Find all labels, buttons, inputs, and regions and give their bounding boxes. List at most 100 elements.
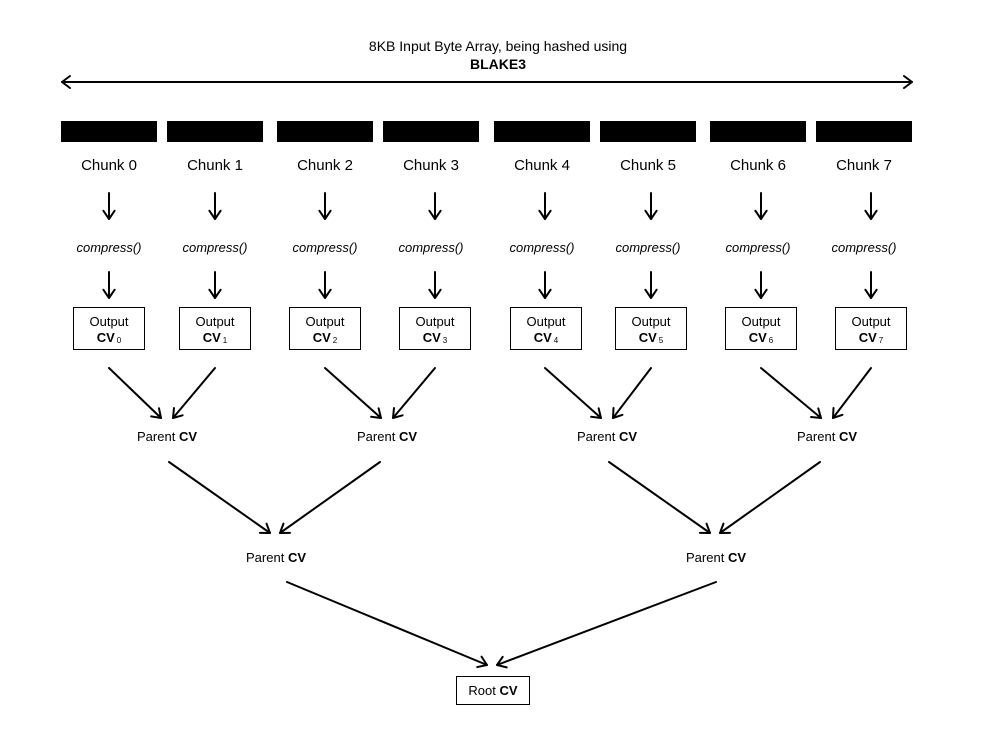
chunk-bar-5 [600,121,696,142]
output-cv-word: Output [305,314,345,329]
compress-label-3: compress() [398,240,464,255]
merge-arrow-l1-1-a [324,367,382,419]
down-arrow-compress-1 [208,271,222,299]
merge-arrow-l2-1-a [608,461,711,534]
parent-word: Parent [797,429,836,444]
chunk-label-6: Chunk 6 [730,157,786,174]
parent-word: Parent [686,550,725,565]
output-cv-label: CV [858,330,877,345]
chunk-bar-1 [167,121,263,142]
output-cv-index: 6 [768,336,774,345]
chunk-bar-3 [383,121,479,142]
chunk-bar-7 [816,121,912,142]
root-cv-label: CV [499,683,518,698]
parent-cv-label: CV [838,429,857,444]
root-word: Root [468,683,496,698]
merge-arrow-l1-3-a [760,367,822,419]
compress-label-6: compress() [725,240,791,255]
compress-label-5: compress() [615,240,681,255]
chunk-label-5: Chunk 5 [620,157,676,174]
output-cv-word: Output [526,314,566,329]
output-cv-index: 1 [222,336,228,345]
parent-cv-l1-2: Parent CV [537,429,677,444]
diagram-subtitle: BLAKE3 [469,56,526,72]
compress-label-7: compress() [831,240,897,255]
output-cv-word: Output [415,314,455,329]
output-cv-label: CV [638,330,657,345]
compress-label-0: compress() [76,240,142,255]
chunk-label-4: Chunk 4 [514,157,570,174]
parent-cv-l1-3: Parent CV [757,429,897,444]
down-arrow-compress-6 [754,271,768,299]
chunk-bar-6 [710,121,806,142]
down-arrow-chunk-1 [208,192,222,220]
merge-arrow-l1-0-b [172,367,216,419]
chunk-bar-2 [277,121,373,142]
parent-word: Parent [357,429,396,444]
down-arrow-chunk-4 [538,192,552,220]
parent-cv-label: CV [398,429,417,444]
compress-label-1: compress() [182,240,248,255]
output-cv-index: 7 [878,336,884,345]
output-cv-label: CV [533,330,552,345]
parent-word: Parent [246,550,285,565]
chunk-label-3: Chunk 3 [403,157,459,174]
output-cv-word: Output [851,314,891,329]
merge-arrow-l2-0-b [279,461,381,534]
down-arrow-compress-4 [538,271,552,299]
output-cv-index: 3 [442,336,448,345]
output-cv-word: Output [741,314,781,329]
down-arrow-chunk-5 [644,192,658,220]
input-span-arrow [61,75,913,89]
down-arrow-chunk-0 [102,192,116,220]
parent-cv-label: CV [727,550,746,565]
chunk-bar-4 [494,121,590,142]
parent-cv-l1-0: Parent CV [97,429,237,444]
chunk-label-2: Chunk 2 [297,157,353,174]
merge-arrow-l1-2-a [544,367,602,419]
merge-arrow-l1-1-b [392,367,436,419]
merge-arrow-root-a [286,581,488,669]
merge-arrow-l1-0-a [108,367,162,419]
output-cv-word: Output [89,314,129,329]
compress-label-2: compress() [292,240,358,255]
root-cv-box: Root CV [456,676,530,705]
down-arrow-compress-2 [318,271,332,299]
parent-cv-l2-0: Parent CV [206,550,346,565]
chunk-label-7: Chunk 7 [836,157,892,174]
diagram-title: 8KB Input Byte Array, being hashed using [368,38,628,54]
output-cv-index: 4 [553,336,559,345]
chunk-bar-0 [61,121,157,142]
parent-word: Parent [137,429,176,444]
output-cv-index: 5 [658,336,664,345]
parent-cv-label: CV [287,550,306,565]
parent-cv-label: CV [178,429,197,444]
output-cv-label: CV [312,330,331,345]
parent-cv-l1-1: Parent CV [317,429,457,444]
down-arrow-compress-7 [864,271,878,299]
chunk-label-1: Chunk 1 [187,157,243,174]
output-cv-index: 2 [332,336,338,345]
parent-word: Parent [577,429,616,444]
output-cv-word: Output [195,314,235,329]
output-cv-word: Output [631,314,671,329]
merge-arrow-l2-1-b [719,461,821,534]
chunk-label-0: Chunk 0 [81,157,137,174]
merge-arrow-l2-0-a [168,461,271,534]
parent-cv-l2-1: Parent CV [646,550,786,565]
merge-arrow-l1-3-b [832,367,872,419]
parent-cv-label: CV [618,429,637,444]
output-cv-label: CV [422,330,441,345]
compress-label-4: compress() [509,240,575,255]
down-arrow-chunk-6 [754,192,768,220]
down-arrow-compress-0 [102,271,116,299]
down-arrow-chunk-7 [864,192,878,220]
